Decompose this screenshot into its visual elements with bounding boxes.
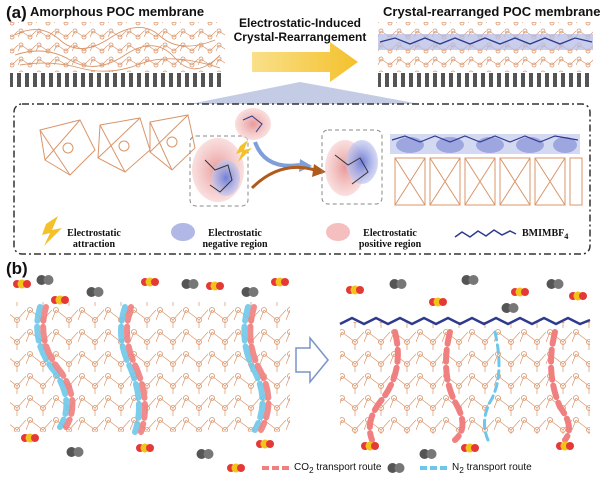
co2-molecule-icon <box>227 463 245 473</box>
positive-region-swatch <box>326 223 350 241</box>
lightning-icon <box>42 216 62 246</box>
co2-routes-left <box>34 304 272 435</box>
panel-b-graphics <box>10 275 591 473</box>
legend-negative: Electrostatic negative region <box>190 228 280 250</box>
legend-ionic-liquid-text: BMIMBF <box>522 228 565 239</box>
amorphous-membrane-title: Amorphous POC membrane <box>30 4 205 19</box>
legend-positive-line2: positive region <box>358 239 422 250</box>
rearrange-arrow-brown <box>250 165 316 190</box>
ionic-liquid-skeleton <box>242 115 263 133</box>
ionic-liquid-surface <box>235 108 271 140</box>
n2-suffix: transport route <box>463 462 532 473</box>
process-arrow-label-line1: Electrostatic-Induced <box>238 16 362 30</box>
crystal-membrane-title: Crystal-rearranged POC membrane <box>383 4 600 19</box>
crystal-membrane <box>378 22 593 72</box>
transition-arrow <box>295 335 329 385</box>
n2-label: N <box>452 462 460 473</box>
panel-a-graphics <box>10 22 593 255</box>
legend-attraction-line1: Electrostatic <box>67 228 121 239</box>
routes-right <box>366 329 572 443</box>
attraction-arrow-blue <box>253 141 301 168</box>
n2-route-legend: N2 transport route <box>452 462 532 475</box>
n2-sub: 2 <box>459 465 464 475</box>
co2-suffix: transport route <box>313 462 382 473</box>
legend-positive: Electrostatic positive region <box>345 228 435 250</box>
legend-ionic-liquid: BMIMBF4 <box>522 228 586 242</box>
amorphous-cages <box>39 114 196 176</box>
support-layer-left <box>10 73 225 87</box>
ionic-liquid-icon <box>454 229 517 238</box>
complex-skeleton <box>334 154 369 185</box>
rearrange-arrow-brown-head <box>312 164 326 177</box>
molecule-surface-left-neg <box>212 160 240 196</box>
molecule-left-box <box>189 135 249 207</box>
ionic-liquid-layer <box>339 316 591 326</box>
co2-route-legend: CO2 transport route <box>294 462 381 475</box>
legend-attraction-line2: attraction <box>72 239 116 250</box>
legend-ionic-liquid-sub: 4 <box>564 232 569 241</box>
detail-box <box>13 103 591 255</box>
lightning-icon-mid <box>236 140 252 162</box>
process-arrow <box>252 42 358 82</box>
amorphous-membrane <box>10 22 225 72</box>
panel-b-label: (b) <box>6 259 28 278</box>
legend-positive-line1: Electrostatic <box>363 228 417 239</box>
panel-a-label: (a) <box>6 3 27 22</box>
co2-label: CO <box>294 462 309 473</box>
molecule-left-skeleton <box>204 159 233 193</box>
legend-attraction: Electrostatic attraction <box>58 228 130 250</box>
crystal-membrane-b <box>340 322 590 434</box>
n2-molecule-icon <box>387 463 405 473</box>
process-arrow-label-line2: Crystal-Rearrangement <box>233 30 367 44</box>
zoom-cone <box>190 82 420 104</box>
complex-box <box>321 129 383 205</box>
support-layer-right <box>378 73 593 87</box>
negative-region-swatch <box>171 223 195 241</box>
ordered-lattice <box>390 134 583 206</box>
legend-negative-line1: Electrostatic <box>208 228 262 239</box>
process-arrow-label: Electrostatic-Induced Crystal-Rearrangem… <box>230 16 370 44</box>
co2-sub: 2 <box>309 465 314 475</box>
legend-negative-line2: negative region <box>202 239 268 250</box>
